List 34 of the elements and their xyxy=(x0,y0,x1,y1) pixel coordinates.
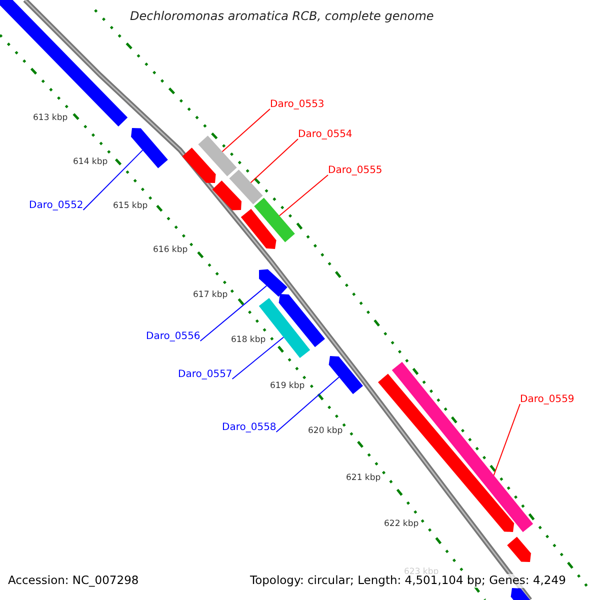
scale-label: 615 kbp xyxy=(113,201,148,212)
gene-feature xyxy=(328,356,363,394)
gene-label: Daro_0554 xyxy=(298,129,352,141)
gene-label: Daro_0556 xyxy=(146,331,200,343)
scale-label: 620 kbp xyxy=(308,426,343,436)
gene-feature xyxy=(254,198,295,242)
leader-line xyxy=(222,108,270,152)
gene-label: Daro_0552 xyxy=(29,200,84,212)
scale-label: 619 kbp xyxy=(270,381,305,392)
gene-feature xyxy=(229,170,263,204)
gene-label: Daro_0558 xyxy=(222,422,276,434)
leader-line xyxy=(250,138,298,184)
leader-line xyxy=(278,174,328,216)
scale-label: 621 kbp xyxy=(346,473,381,484)
scale-label: 614 kbp xyxy=(73,157,108,168)
scale-label: 622 kbp xyxy=(384,519,419,530)
gene-label: Daro_0555 xyxy=(328,165,382,177)
leader-line xyxy=(200,285,268,342)
leader-line xyxy=(82,150,144,210)
footer-text: Topology: circular; Length: 4,501,104 bp; Genes: 4,249 xyxy=(250,574,566,588)
leader-line xyxy=(493,404,520,476)
scale-label: 613 kbp xyxy=(33,113,68,124)
gene-label: Daro_0553 xyxy=(270,99,324,111)
footer-text: Accession: NC_007298 xyxy=(8,574,139,588)
diagram-title: Dechloromonas aromatica RCB, complete genome xyxy=(130,9,434,24)
leader-line xyxy=(232,336,284,380)
gene-feature xyxy=(131,128,168,168)
scale-label: 616 kbp xyxy=(153,245,188,256)
scale-label: 618 kbp xyxy=(231,335,266,346)
scale-label: 617 kbp xyxy=(193,290,228,300)
leader-line xyxy=(276,376,340,432)
gene-label: Daro_0557 xyxy=(178,369,232,381)
gene-feature xyxy=(198,136,237,176)
gene-label: Daro_0559 xyxy=(520,394,574,406)
